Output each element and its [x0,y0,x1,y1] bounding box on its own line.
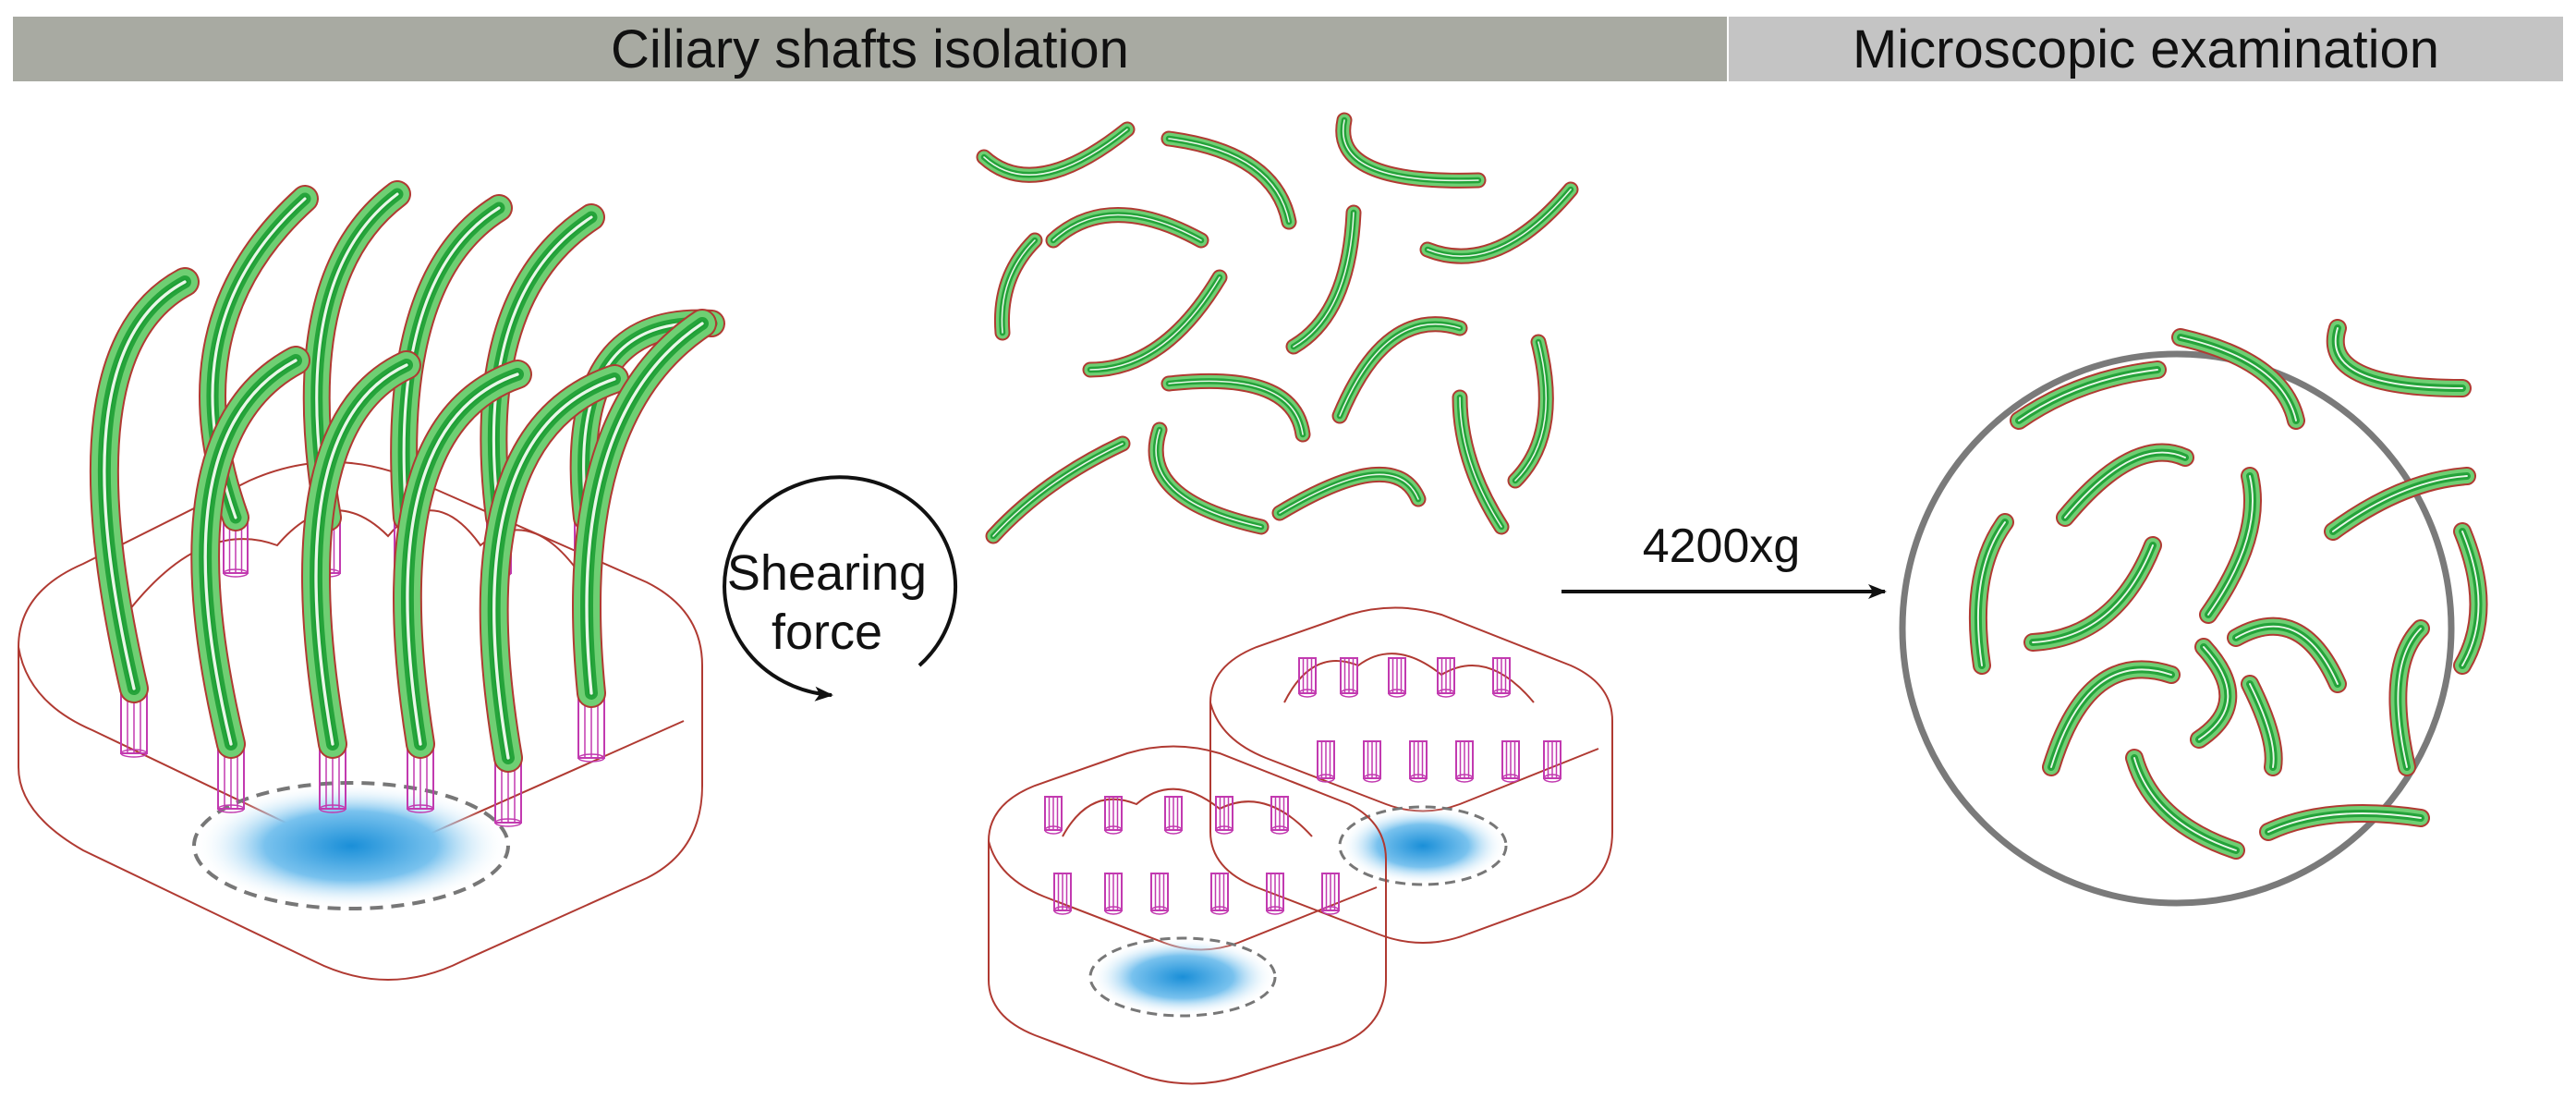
cilium-shaft [2056,443,2194,527]
cilium-shaft [1271,466,1427,521]
cilium-shaft [1285,204,1362,355]
nucleus-front [1090,938,1275,1016]
cilium-shaft [1968,513,2014,675]
cilia-group [89,180,725,827]
cilium-shaft [1160,372,1311,443]
basal-body [1409,740,1428,783]
cilium-shaft [2190,638,2238,749]
cilium-shaft [2324,467,2476,541]
basal-bodies [1044,657,1561,915]
force-label: force [772,604,882,660]
basal-body [1104,796,1123,835]
cilium-shaft [2171,328,2305,430]
nucleus [194,783,508,909]
cilium-shaft [1148,421,1270,535]
centrifugation-label: 4200xg [1643,519,1801,573]
cilium-shaft [2453,522,2488,675]
cilium-shaft [2259,804,2430,841]
cilium-shaft [392,360,532,759]
ciliated-cell [18,180,725,981]
basal-body [1388,657,1406,698]
basal-body [1104,873,1123,915]
deciliated-cells [988,606,1613,1085]
cilium-shaft [1082,269,1228,378]
cilium-shaft [993,232,1043,341]
cilium-shaft [1331,316,1468,424]
shearing-arrow [723,475,958,702]
cilium-shaft [985,435,1131,544]
microscope-field [1899,319,2488,907]
basal-body [1340,657,1358,698]
cilium-shaft [390,194,513,531]
cilium-shaft [2227,617,2347,693]
cilium-shaft [1452,389,1510,535]
basal-body [1363,740,1381,783]
cilium-shaft [479,364,629,773]
field-ciliary-shafts [1968,319,2488,860]
cilium-shaft [480,203,605,531]
cilium-shaft [89,267,200,703]
cilium-shaft [1507,334,1554,489]
cilium-shaft [1045,207,1209,249]
nucleus-back-outline [1338,805,1508,886]
header-microscopic-examination: Microscopic examination [1729,17,2563,81]
basal-body [1044,796,1063,835]
cilium-shaft [2388,619,2430,776]
basal-body [1321,873,1340,915]
basal-body [1164,796,1183,835]
cilium-shaft [1160,130,1297,230]
basal-body [1298,657,1317,698]
basal-body [1437,657,1455,698]
basal-body [1053,873,1072,915]
shearing-force-step: Shearing force [723,475,958,702]
cilium-shaft [190,346,310,759]
nucleus-back [1340,807,1506,885]
nucleus-front-outline [1088,936,1277,1018]
shearing-label: Shearing [727,545,927,601]
cilium-shaft [301,350,421,759]
cilium-shaft [976,121,1136,183]
header-ciliary-shafts-isolation: Ciliary shafts isolation [13,17,1727,81]
nucleus-outline [192,781,510,910]
centrifugation-step: 4200xg [1561,519,1887,599]
basal-body [1150,873,1169,915]
cilium-shaft [2125,749,2245,860]
cilium-shaft [2326,319,2472,397]
cilium-shaft [2241,675,2283,776]
basal-body [1215,796,1233,835]
microscope-field-outline [1899,350,2455,907]
basal-body [1317,740,1335,783]
basal-body [1501,740,1520,783]
cilium-shaft [2199,467,2262,624]
basal-body [1455,740,1474,783]
basal-body [1266,873,1284,915]
cilium-shaft [572,309,717,708]
basal-body [1492,657,1511,698]
basal-body [1270,796,1289,835]
cilium-shaft [1335,112,1487,189]
cilium-shaft [2010,360,2167,430]
cilium-shaft [1419,181,1579,264]
basal-body [1210,873,1229,915]
basal-body [1543,740,1561,783]
isolated-ciliary-shafts [976,112,1579,544]
cilium-shaft [2023,536,2162,652]
cilium-shaft [2042,660,2181,776]
